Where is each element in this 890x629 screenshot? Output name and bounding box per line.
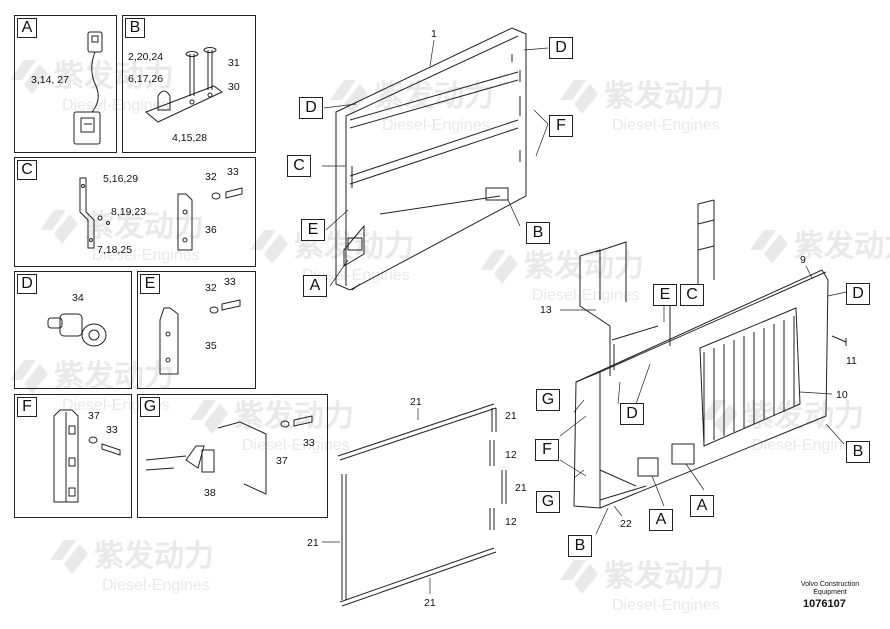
leader-line-f-lower <box>559 415 587 477</box>
detail-c-bracket-drawing <box>79 177 243 251</box>
detail-panel-label: G <box>140 397 160 417</box>
leader-line-b-right <box>825 423 845 445</box>
maker-line-2: Equipment <box>813 589 847 596</box>
callout-number: 34 <box>72 292 84 304</box>
callout-number: 33 <box>303 437 315 449</box>
callout-number: 10 <box>836 389 848 401</box>
leader-line-a-lower-2 <box>685 463 705 491</box>
leader-line-d-mid <box>617 363 651 405</box>
callout-number: 6,17,26 <box>128 73 164 85</box>
callout-number: 21 <box>307 537 319 549</box>
detail-g-hinge-drawing <box>145 415 313 495</box>
callout-number: 38 <box>204 487 216 499</box>
callout-number: 8,19,23 <box>111 206 147 218</box>
callout-number: 7,18,25 <box>97 244 133 256</box>
callout-number: 31 <box>228 57 240 69</box>
detail-f-hinge-drawing <box>53 409 121 503</box>
detail-tag-f: F <box>535 439 559 461</box>
detail-panel-c: C <box>14 157 256 267</box>
detail-tag-b: B <box>568 535 592 557</box>
detail-tag-e: E <box>301 219 325 241</box>
detail-tag-d: D <box>846 283 870 305</box>
callout-number: 30 <box>228 81 240 93</box>
detail-tag-b: B <box>846 441 870 463</box>
detail-b-hinge-drawing <box>145 47 223 123</box>
callout-number: 4,15,28 <box>172 132 208 144</box>
detail-tag-d: D <box>299 97 323 119</box>
callout-number: 35 <box>205 340 217 352</box>
leader-line-g <box>573 399 585 479</box>
callout-number: 33 <box>106 424 118 436</box>
maker-line-1: Volvo Construction <box>800 581 860 588</box>
callout-number: 5,16,29 <box>103 173 139 185</box>
callout-number: 33 <box>224 276 236 288</box>
detail-panel-label: B <box>125 18 145 38</box>
callout-number: 37 <box>276 455 288 467</box>
door-frame-drawing <box>335 27 527 291</box>
detail-panel-label: F <box>17 397 37 417</box>
detail-panel-label: C <box>17 160 37 180</box>
callout-number: 1 <box>431 28 437 40</box>
door-panel-drawing <box>573 199 847 509</box>
callout-number: 37 <box>88 410 100 422</box>
detail-tag-d: D <box>620 403 644 425</box>
callout-number: 2,20,24 <box>128 51 164 63</box>
callout-number: 32 <box>205 282 217 294</box>
detail-panel-b: B <box>122 15 256 153</box>
leader-line-22 <box>613 505 623 517</box>
callout-number: 21 <box>424 597 436 609</box>
callout-number: 9 <box>800 254 806 266</box>
leader-line-f <box>533 109 549 157</box>
leader-line-e <box>325 209 349 231</box>
callout-number: 11 <box>846 355 857 367</box>
detail-panel-f: F <box>14 394 132 518</box>
detail-panel-d: D <box>14 271 132 389</box>
callout-number: 36 <box>205 224 217 236</box>
detail-tag-b: B <box>526 222 550 244</box>
callout-number: 13 <box>540 304 552 316</box>
detail-tag-e: E <box>653 284 677 306</box>
detail-tag-g: G <box>536 389 560 411</box>
callout-number: 33 <box>227 166 239 178</box>
callout-number: 21 <box>505 410 517 422</box>
leader-line-10 <box>799 391 833 395</box>
detail-panel-a: A <box>14 15 117 153</box>
detail-tag-f: F <box>549 115 573 137</box>
detail-tag-d: D <box>549 37 573 59</box>
leader-line-a <box>329 259 349 287</box>
detail-panel-g: G <box>137 394 328 518</box>
leader-line-b <box>507 199 521 227</box>
detail-tag-c: C <box>287 155 311 177</box>
drawing-id: 1076107 <box>803 598 846 610</box>
detail-a-latch-drawing <box>73 31 103 145</box>
callout-number: 32 <box>205 171 217 183</box>
detail-tag-c: C <box>680 284 704 306</box>
leader-line-1 <box>429 39 435 67</box>
detail-panel-label: E <box>140 274 160 294</box>
detail-panel-e: E <box>137 271 256 389</box>
leader-line-d-right <box>827 291 847 297</box>
detail-tag-a: A <box>303 275 327 297</box>
seal-strips-drawing <box>337 403 507 607</box>
leader-line-a-lower <box>651 475 665 507</box>
callout-number: 21 <box>515 482 527 494</box>
callout-number: 3,14, 27 <box>31 74 69 86</box>
leader-line-d-left <box>323 103 357 109</box>
detail-tag-g: G <box>536 491 560 513</box>
leader-line-9 <box>805 265 813 279</box>
callout-number: 12 <box>505 516 517 528</box>
detail-tag-a: A <box>690 495 714 517</box>
callout-number: 12 <box>505 449 517 461</box>
callout-number: 22 <box>620 518 632 530</box>
callout-number: 21 <box>410 396 422 408</box>
detail-d-buffer-drawing <box>47 313 107 347</box>
detail-tag-a: A <box>649 509 673 531</box>
detail-panel-label: A <box>17 18 37 38</box>
detail-e-bracket-drawing <box>159 299 241 375</box>
leader-line-d-top <box>523 47 549 51</box>
leader-line-b-lower <box>595 507 609 535</box>
detail-panel-label: D <box>17 274 37 294</box>
